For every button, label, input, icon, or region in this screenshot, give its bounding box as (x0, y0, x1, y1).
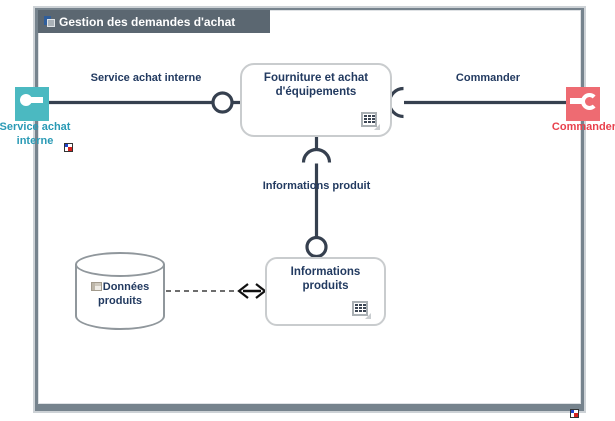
port-commander[interactable] (566, 87, 600, 121)
function-label: Informations produits (290, 266, 361, 292)
provided-interface-ball-icon[interactable] (305, 235, 328, 259)
connector-commander[interactable] (387, 86, 566, 119)
table-icon (90, 282, 102, 291)
function-label: Fourniture et achat d'équipements (263, 72, 369, 98)
required-interface-socket-port-icon (566, 87, 600, 121)
datastore-donnees-produits[interactable]: Données produits (75, 252, 165, 330)
subdiagram-grid-icon[interactable] (352, 301, 371, 319)
provided-interface-ball-icon[interactable] (211, 91, 234, 114)
cylinder-top (75, 252, 165, 277)
provided-interface-key-icon (15, 87, 49, 121)
function-fourniture-et-achat[interactable]: Fourniture et achat d'équipements (240, 63, 392, 137)
datastore-label: Données produits (81, 280, 159, 309)
connector-donnees-produits[interactable] (166, 283, 267, 299)
flow-label-informations-produit: Informations produit (262, 180, 371, 192)
arrowhead-left-icon (237, 283, 249, 299)
port-service-achat-interne[interactable] (15, 87, 49, 121)
connector-service-achat-interne[interactable] (49, 91, 240, 114)
process-icon (44, 16, 55, 27)
flow-label-commander: Commander (455, 72, 521, 84)
subdiagram-grid-icon[interactable] (361, 112, 380, 130)
flow-label-service-achat-interne: Service achat interne (90, 72, 202, 84)
port-label-service-achat-interne: Service achat interne (0, 121, 71, 147)
annotation-marker-icon[interactable] (64, 143, 73, 152)
port-label-commander: Commander (551, 121, 615, 133)
connector-informations-produit[interactable] (301, 137, 332, 259)
diagram-title-bar[interactable]: Gestion des demandes d'achat (38, 10, 270, 33)
required-interface-socket-icon[interactable] (301, 147, 332, 163)
annotation-marker-icon[interactable] (570, 409, 579, 418)
datastore-label-text: Données produits (98, 281, 150, 308)
diagram-title: Gestion des demandes d'achat (59, 14, 236, 29)
function-informations-produits[interactable]: Informations produits (265, 257, 386, 326)
